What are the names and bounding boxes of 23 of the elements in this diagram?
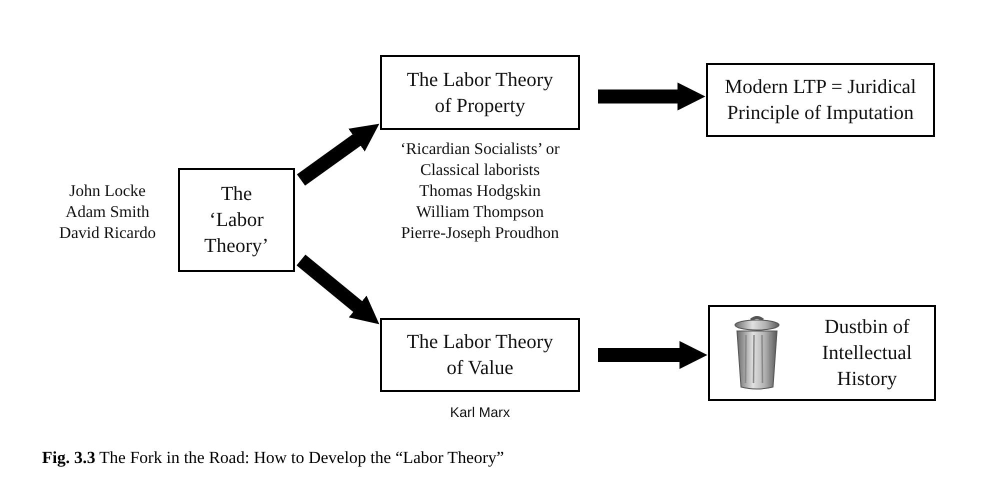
- name-text: Adam Smith: [66, 201, 150, 222]
- name-text: Karl Marx: [450, 403, 510, 422]
- name-text: John Locke: [69, 180, 146, 201]
- box-label: Modern LTP = Juridical Principle of Imputation: [724, 75, 918, 126]
- name-text: Pierre-Joseph Proudhon: [400, 222, 560, 243]
- block-arrow: [598, 82, 706, 110]
- block-arrow: [598, 341, 708, 369]
- figure-caption: Fig. 3.3 The Fork in the Road: How to Develop the “Labor Theory”: [42, 448, 504, 468]
- name-text: ‘Ricardian Socialists’ or Classical laborists: [399, 138, 561, 180]
- box-label: Dustbin of Intellectual History: [821, 315, 913, 392]
- text-box: [708, 305, 936, 401]
- name-text: David Ricardo: [59, 222, 156, 243]
- text-box: [178, 168, 295, 272]
- name-text: Thomas Hodgskin: [419, 180, 541, 201]
- text-box: [380, 318, 580, 392]
- text-box: [706, 63, 935, 137]
- block-arrow: [296, 124, 380, 186]
- name-text: William Thompson: [416, 201, 544, 222]
- box-label: The ‘Labor Theory’: [203, 182, 270, 259]
- text-box: [380, 55, 580, 130]
- block-arrow: [296, 254, 380, 324]
- box-label: The Labor Theory of Value: [406, 330, 554, 381]
- box-label: The Labor Theory of Property: [406, 68, 554, 118]
